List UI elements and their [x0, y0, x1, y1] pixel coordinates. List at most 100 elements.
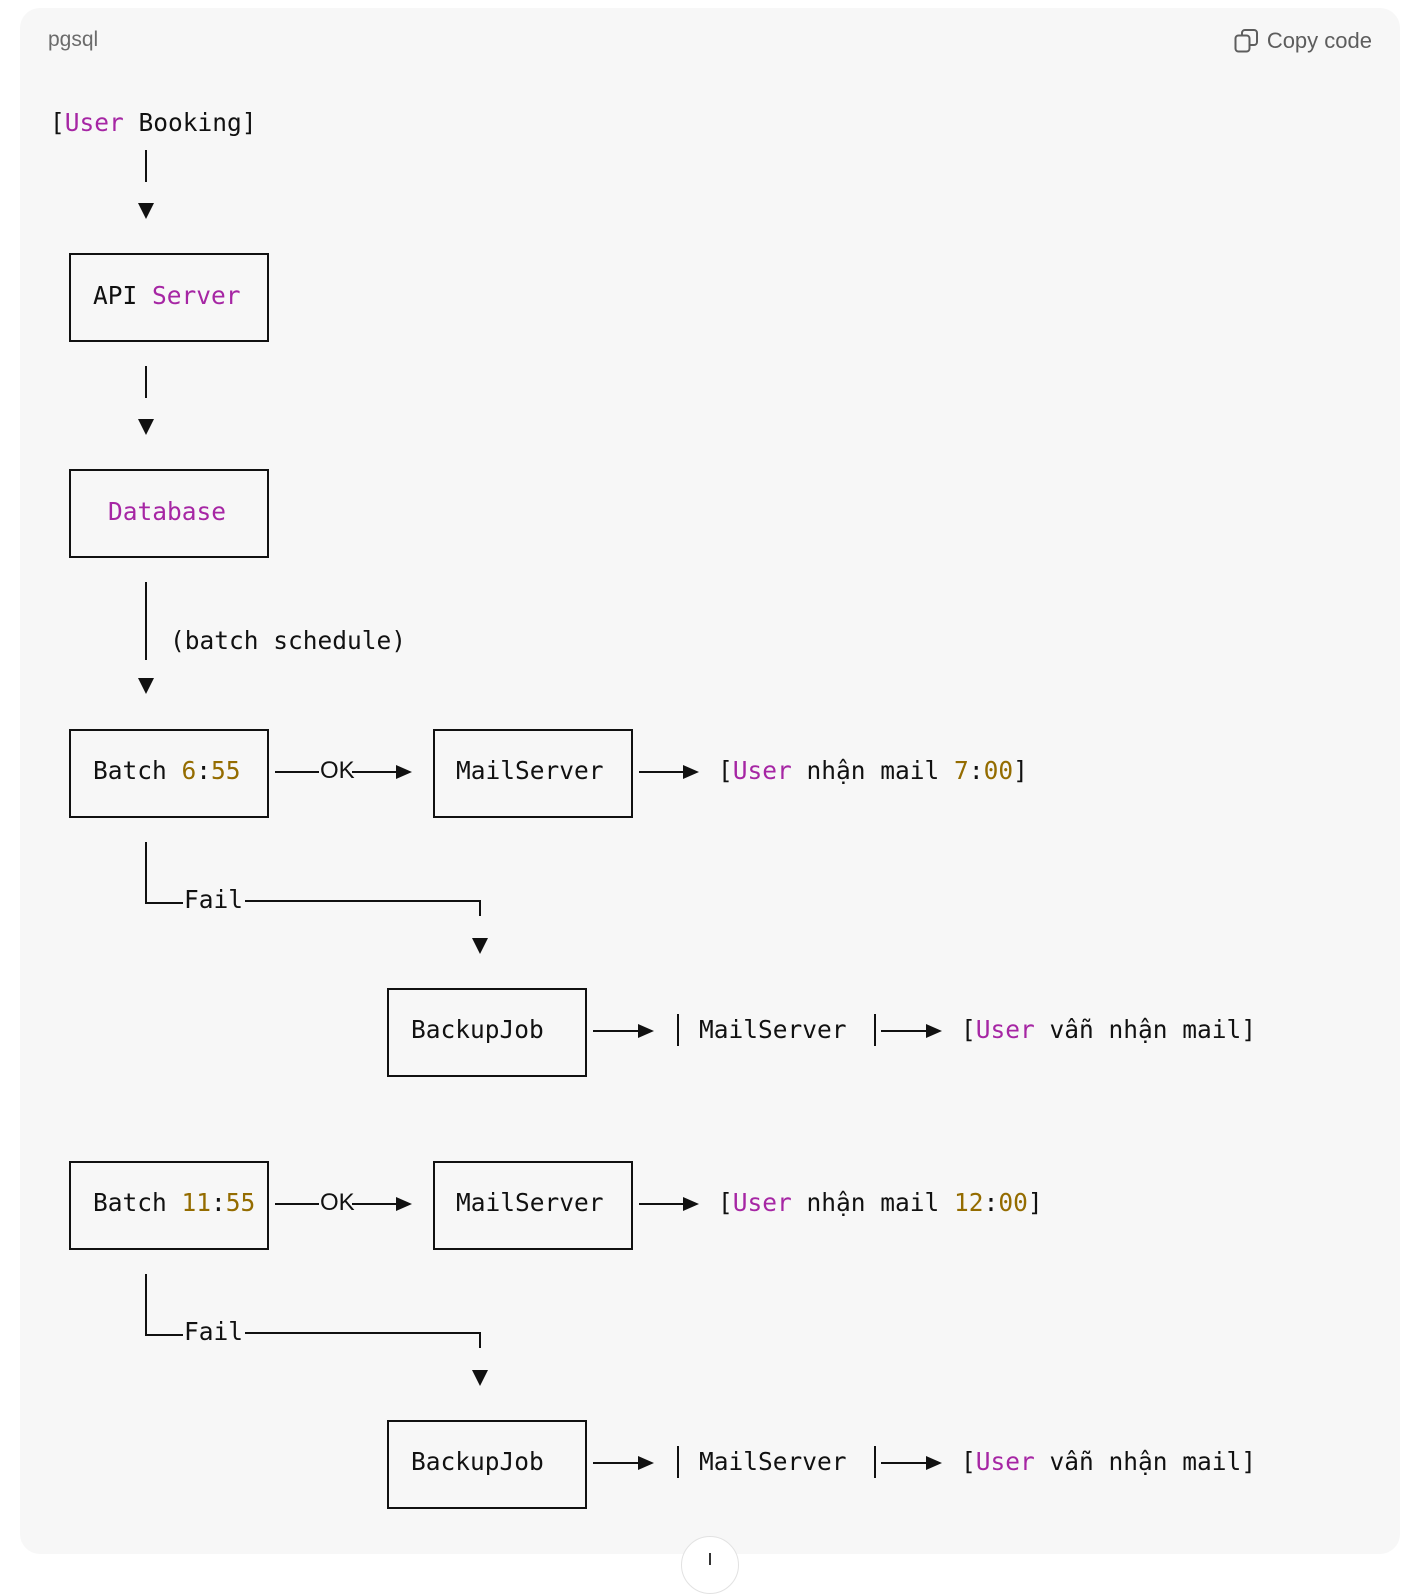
user-keyword: User [732, 1188, 792, 1217]
mailserver-box [433, 729, 633, 818]
right-arrow-icon [683, 1197, 699, 1211]
right-arrow-icon [926, 1024, 942, 1038]
down-arrow-icon [138, 203, 154, 219]
connector-line [881, 1462, 927, 1464]
fail-label: Fail [184, 1317, 244, 1346]
mailserver-label: MailServer [699, 1447, 847, 1476]
result-hour: 12 [954, 1188, 984, 1217]
server-keyword: Server [152, 281, 241, 310]
mailserver-label: MailServer [456, 756, 604, 785]
result-hour: 7 [954, 756, 969, 785]
backupjob-box [387, 988, 587, 1077]
connector-line [479, 1332, 481, 1348]
code-language-label: pgsql [48, 28, 99, 51]
batch-box [69, 1161, 269, 1250]
connector-line [145, 150, 147, 182]
batch-box [69, 729, 269, 818]
connector-line [245, 1332, 481, 1334]
connector-line [145, 366, 147, 398]
right-arrow-icon [396, 765, 412, 779]
booking-text: Booking] [123, 108, 257, 137]
result-text: vẫn nhận mail] [1034, 1447, 1257, 1476]
code-diagram: [User Booking] API Server Database (batc… [50, 108, 1256, 1509]
copy-icon [1234, 28, 1258, 54]
connector-line [145, 1274, 147, 1336]
ok-label: OK [320, 1189, 355, 1216]
batch-text: Batch [93, 1188, 182, 1217]
connector-line [639, 771, 685, 773]
user-keyword: User [975, 1447, 1035, 1476]
right-arrow-icon [396, 1197, 412, 1211]
connector-line [275, 1203, 319, 1205]
batch-label: Batch 6:55 [93, 756, 241, 786]
down-arrow-icon [472, 1370, 488, 1386]
mailserver-box-edge [874, 1014, 876, 1046]
bracket-open: [ [718, 756, 733, 785]
result-colon: : [968, 756, 984, 785]
mailserver-box-edge [874, 1446, 876, 1478]
scroll-down-button[interactable] [681, 1536, 739, 1594]
down-arrow-icon [138, 678, 154, 694]
connector-line [881, 1030, 927, 1032]
copy-code-label: Copy code [1266, 28, 1372, 53]
down-arrow-icon [472, 938, 488, 954]
batch-minute: 55 [211, 756, 241, 785]
database-label: Database [108, 497, 227, 526]
connector-line [145, 1334, 183, 1336]
api-server-box [69, 253, 269, 342]
result-colon: : [983, 1188, 999, 1217]
ok-label: OK [320, 757, 355, 784]
bracket-close: ] [1027, 1188, 1043, 1217]
code-block-card [20, 8, 1400, 1554]
bracket-open: [ [50, 108, 65, 137]
right-arrow-icon [683, 765, 699, 779]
connector-line [275, 771, 319, 773]
batch-schedule-label: (batch schedule) [170, 626, 407, 655]
connector-line [145, 842, 147, 904]
result-text: vẫn nhận mail] [1034, 1015, 1257, 1044]
connector-line [145, 902, 183, 904]
user-keyword: User [64, 108, 124, 137]
bracket-open: [ [961, 1015, 976, 1044]
batch-text: Batch [93, 756, 182, 785]
copy-code-button[interactable]: Copy code [1234, 26, 1372, 56]
user-keyword: User [732, 756, 792, 785]
batch-label: Batch 11:55 [93, 1188, 255, 1218]
backup-result: [User vẫn nhận mail] [961, 1447, 1256, 1477]
batch-minute: 55 [225, 1188, 256, 1217]
batch-hour: 6 [181, 756, 197, 785]
connector-line [245, 900, 481, 902]
batch-colon: : [196, 756, 212, 785]
connector-line [593, 1462, 639, 1464]
right-arrow-icon [638, 1456, 654, 1470]
mailserver-box-edge [677, 1014, 679, 1046]
arrow-down-icon [709, 1553, 711, 1565]
mail-result: [User nhận mail 7:00] [718, 756, 1028, 786]
batch-hour: 11 [181, 1188, 212, 1217]
batch-colon: : [211, 1188, 226, 1217]
database-box [69, 469, 269, 558]
result-text: nhận mail [791, 1188, 955, 1217]
result-minute: 00 [983, 756, 1014, 785]
bracket-open: [ [718, 1188, 733, 1217]
result-text: nhận mail [791, 756, 955, 785]
backupjob-box [387, 1420, 587, 1509]
connector-line [145, 582, 147, 660]
bracket-open: [ [961, 1447, 976, 1476]
fail-label: Fail [184, 885, 244, 914]
mailserver-label: MailServer [456, 1188, 604, 1217]
connector-line [479, 900, 481, 916]
connector-line [352, 771, 398, 773]
backupjob-label: BackupJob [411, 1447, 544, 1476]
connector-line [352, 1203, 398, 1205]
result-minute: 00 [998, 1188, 1028, 1217]
right-arrow-icon [926, 1456, 942, 1470]
user-keyword: User [975, 1015, 1035, 1044]
down-arrow-icon [138, 419, 154, 435]
mailserver-box [433, 1161, 633, 1250]
backup-result: [User vẫn nhận mail] [961, 1015, 1256, 1045]
mail-result: [User nhận mail 12:00] [718, 1188, 1043, 1218]
api-server-label: API Server [93, 281, 241, 311]
bracket-close: ] [1013, 756, 1028, 785]
user-booking-node: [User Booking] [50, 108, 257, 138]
